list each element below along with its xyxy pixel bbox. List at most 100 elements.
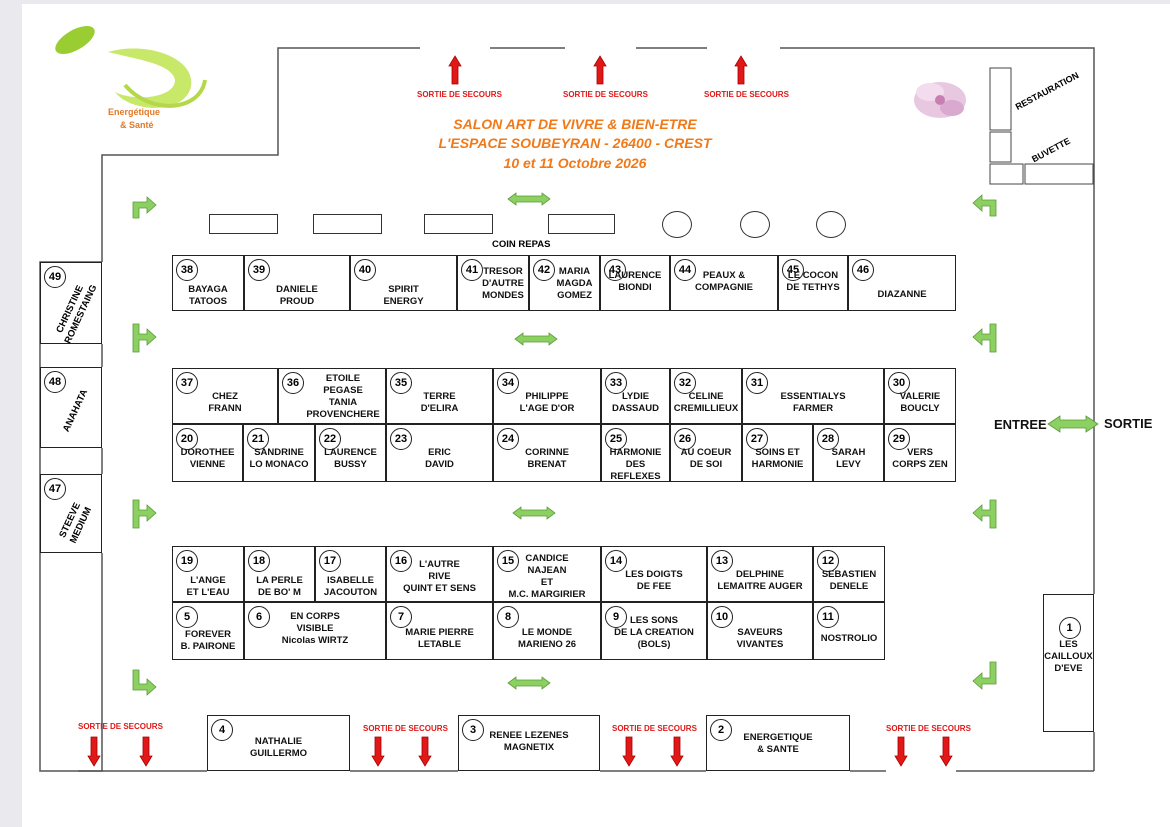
booth-name: CELINE CREMILLIEUX xyxy=(673,391,739,414)
exit-arrow-down-5 xyxy=(622,736,636,767)
exit-arrow-down-8 xyxy=(939,736,953,767)
booth-name: DELPHINE LEMAITRE AUGER xyxy=(717,569,803,592)
booth-number: 36 xyxy=(282,372,304,394)
booth-name: HARMONIE DES REFLEXES xyxy=(609,447,662,482)
repas-table-3 xyxy=(424,214,493,234)
exit-arrow-up-3 xyxy=(734,55,748,85)
restauration-counter xyxy=(989,67,1012,131)
exit-label-bottom-3: SORTIE DE SECOURS xyxy=(612,724,697,733)
booth-name: ERIC DAVID xyxy=(425,447,454,470)
page-title: SALON ART DE VIVRE & BIEN-ETRE xyxy=(453,116,697,132)
logo-swirl-icon xyxy=(55,26,207,108)
repas-table-1 xyxy=(209,214,278,234)
booth-number: 10 xyxy=(711,606,733,628)
booth-name: SPIRIT ENERGY xyxy=(383,284,424,307)
booth-name: SANDRINE LO MONACO xyxy=(249,447,309,470)
page-dates: 10 et 11 Octobre 2026 xyxy=(503,155,647,171)
aisle-arrow-2 xyxy=(514,332,558,346)
flower-decoration-icon xyxy=(914,82,966,118)
booth-name: LES SONS DE LA CREATION (BOLS) xyxy=(614,615,694,650)
booth-name: DIAZANNE xyxy=(877,289,927,300)
exit-label-bottom-4: SORTIE DE SECOURS xyxy=(886,724,971,733)
aisle-arrow-1 xyxy=(507,192,551,206)
exit-arrow-down-6 xyxy=(670,736,684,767)
booth-number: 12 xyxy=(817,550,839,572)
booth-number: 14 xyxy=(605,550,627,572)
turn-arrow-left-4 xyxy=(132,669,157,696)
booth-number: 25 xyxy=(605,428,627,450)
booth-number: 21 xyxy=(247,428,269,450)
booth-number: 38 xyxy=(176,259,198,281)
booth-number: 15 xyxy=(497,550,519,572)
exit-label-top-2: SORTIE DE SECOURS xyxy=(563,90,648,99)
booth-number: 47 xyxy=(44,478,66,500)
booth-number: 20 xyxy=(176,428,198,450)
booth-number: 8 xyxy=(497,606,519,628)
booth-name: DANIELE PROUD xyxy=(276,284,318,307)
booth-number: 29 xyxy=(888,428,910,450)
sortie-label: SORTIE xyxy=(1104,416,1153,431)
booth-name: CANDICE NAJEAN ET M.C. MARGIRIER xyxy=(508,553,586,600)
booth-name: L'AUTRE RIVE QUINT ET SENS xyxy=(403,559,476,594)
booth-name: ISABELLE JACOUTON xyxy=(323,575,378,598)
booth-name: EN CORPS VISIBLE Nicolas WIRTZ xyxy=(281,611,349,646)
wall-left-upper xyxy=(101,98,279,262)
booth-number: 2 xyxy=(710,719,732,741)
booth-number: 43 xyxy=(604,259,626,281)
booth-name: LAURENCE BUSSY xyxy=(324,447,377,470)
booth-number: 33 xyxy=(605,372,627,394)
repas-table-4 xyxy=(548,214,615,234)
aisle-arrow-3 xyxy=(512,506,556,520)
buvette-counter xyxy=(989,163,1024,185)
booth-number: 22 xyxy=(319,428,341,450)
booth-name: LA PERLE DE BO' M xyxy=(256,575,303,598)
turn-arrow-right-1 xyxy=(972,194,997,217)
booth-number: 18 xyxy=(248,550,270,572)
booth-number: 6 xyxy=(248,606,270,628)
repas-round-table-2 xyxy=(740,211,770,238)
booth-name: MARIA MAGDA GOMEZ xyxy=(556,266,593,301)
booth-number: 48 xyxy=(44,371,66,393)
turn-arrow-left-3 xyxy=(132,499,157,529)
repas-round-table-3 xyxy=(816,211,846,238)
booth-number: 35 xyxy=(390,372,412,394)
booth-name: SARAH LEVY xyxy=(831,447,866,470)
exit-arrow-down-4 xyxy=(418,736,432,767)
entree-label: ENTREE xyxy=(994,417,1047,432)
buvette-counter-2 xyxy=(1024,163,1094,185)
booth-name: PHILIPPE L'AGE D'OR xyxy=(519,391,575,414)
booth-name: L'ANGE ET L'EAU xyxy=(186,575,230,598)
exit-arrow-down-3 xyxy=(371,736,385,767)
restauration-counter-2 xyxy=(989,131,1012,163)
booth-number: 23 xyxy=(390,428,412,450)
booth-number: 17 xyxy=(319,550,341,572)
booth-number: 9 xyxy=(605,606,627,628)
booth-name: SEBASTIEN DENELE xyxy=(821,569,877,592)
logo-text-line1: Energétique xyxy=(108,107,161,117)
exit-label-bottom-2: SORTIE DE SECOURS xyxy=(363,724,448,733)
booth-number: 30 xyxy=(888,372,910,394)
booth-number: 16 xyxy=(390,550,412,572)
